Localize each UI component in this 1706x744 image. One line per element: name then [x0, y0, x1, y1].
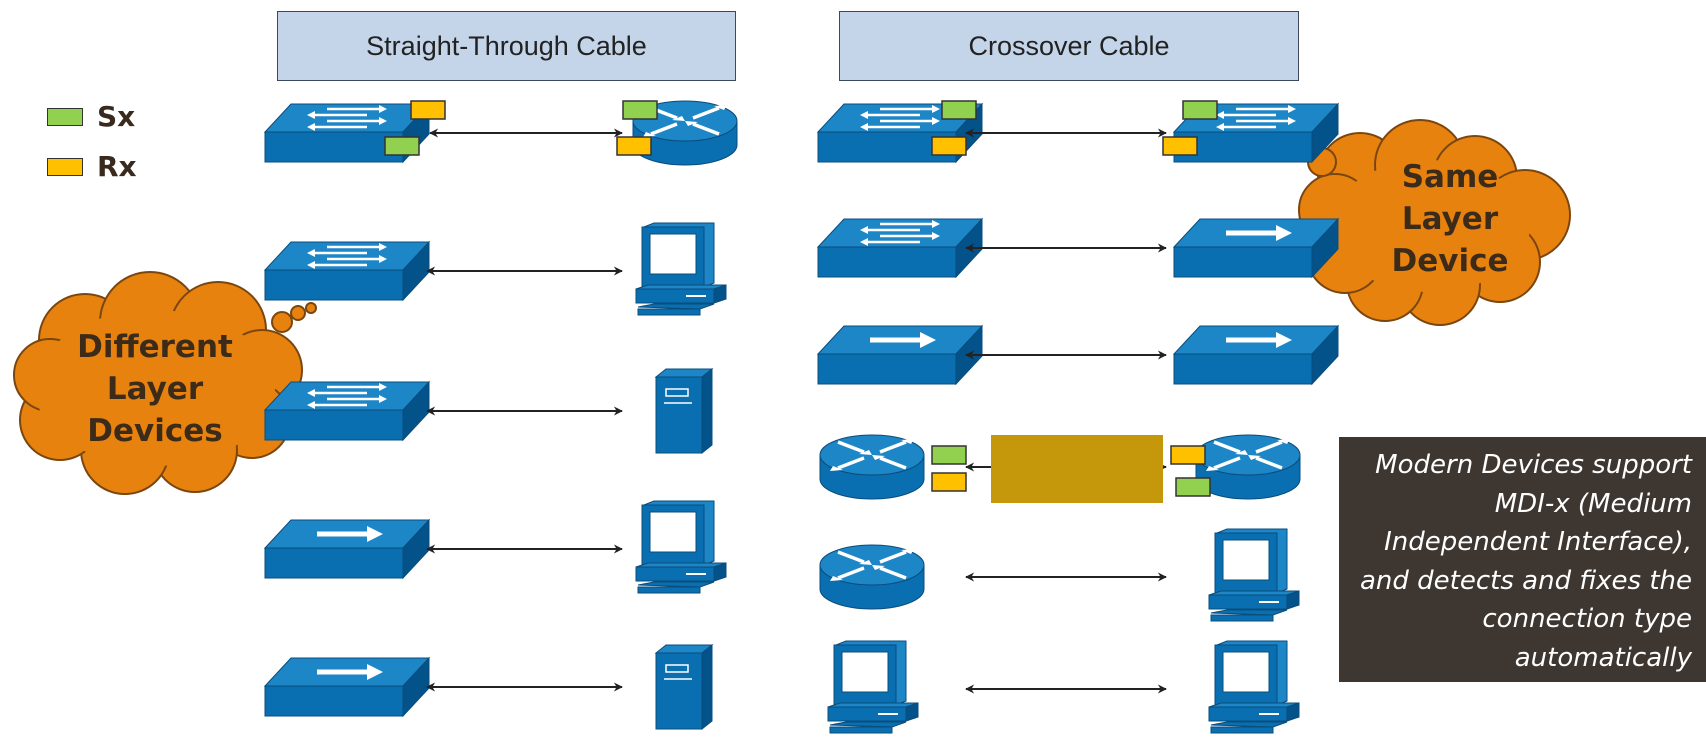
crossover-row3-hub [1172, 324, 1340, 386]
same-layer-cloud [1292, 119, 1571, 326]
straight-row1-rx-port [410, 100, 446, 120]
rx-label: Rx [97, 150, 137, 183]
crossover-row5-router [819, 544, 925, 610]
straight-row1-router [632, 100, 738, 166]
crossover-row6-pc [1208, 640, 1300, 734]
sx-swatch [47, 107, 83, 126]
crossover-row4-sx-port [931, 445, 967, 465]
straight-row5-hub [263, 656, 431, 718]
crossover-header: Crossover Cable [839, 11, 1299, 81]
straight-row2-layer2-switch [263, 240, 431, 302]
straight-row3-server [654, 367, 714, 455]
crossover-row1-rx-port [931, 136, 967, 156]
straight-row5-server [654, 643, 714, 731]
same-layer-text: Same Layer Device [1391, 159, 1509, 279]
crossover-row2-hub [1172, 217, 1340, 279]
straight-row2-pc [635, 222, 727, 316]
mdix-note: Modern Devices support MDI-x (Medium Ind… [1339, 437, 1706, 682]
crossover-row1-rx-port-right [1162, 136, 1198, 156]
device-layer [263, 100, 1340, 734]
crossover-row5-pc [1208, 528, 1300, 622]
straight-row1-rx-port-right [616, 136, 652, 156]
crossover-row4-rx-port [931, 472, 967, 492]
crossover-row3-hub [816, 324, 984, 386]
sx-label: Sx [97, 100, 136, 133]
straight-through-header: Straight-Through Cable [277, 11, 736, 81]
crossover-row1-sx-port-right [1182, 100, 1218, 120]
straight-row4-hub [263, 518, 431, 580]
crossover-row6-pc [827, 640, 919, 734]
rx-swatch [47, 157, 83, 176]
crossover-row4-router [1195, 434, 1301, 500]
crossover-row4-sx-port-right [1175, 477, 1211, 497]
straight-row3-layer2-switch [263, 380, 431, 442]
straight-row4-pc [635, 500, 727, 594]
highlight-box [991, 435, 1163, 503]
legend-item-sx: Sx [47, 100, 135, 133]
crossover-row4-router [819, 434, 925, 500]
straight-row1-sx-port-right [622, 100, 658, 120]
legend-item-rx: Rx [47, 150, 137, 183]
straight-row1-sx-port [384, 136, 420, 156]
crossover-row4-rx-port-right [1170, 445, 1206, 465]
crossover-row2-layer2-switch [816, 217, 984, 279]
crossover-row1-sx-port [941, 100, 977, 120]
different-layer-text: Different Layer Devices [77, 329, 233, 449]
